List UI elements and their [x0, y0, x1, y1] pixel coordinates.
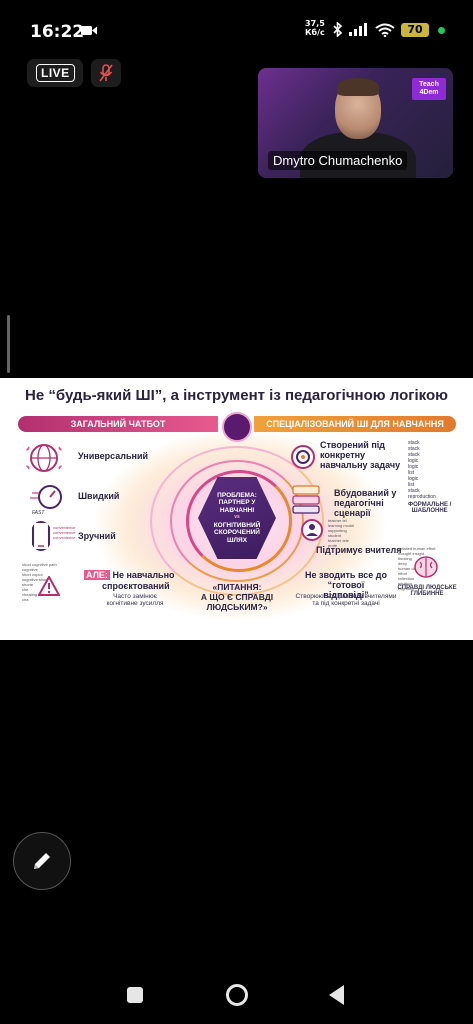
pencil-icon: [34, 853, 50, 869]
network-speed: 37,5 Кб/с: [305, 19, 325, 37]
right-item-teacher: Підтримує вчителя: [316, 545, 402, 555]
back-button[interactable]: [329, 985, 344, 1005]
shared-screen-slide: Не “будь-який ШІ”, а інструмент із педаг…: [0, 378, 473, 640]
left-item-universal: Универсальний: [78, 451, 149, 461]
human-words: detailed human effort thought insight th…: [398, 546, 436, 591]
android-nav-bar: [0, 970, 473, 1020]
not-reduce-subtext: Створюються разом із вчителями та під ко…: [295, 593, 397, 607]
privacy-dot: [438, 27, 445, 34]
stack-logic-words: stack stack stack logic logic list logic…: [408, 440, 436, 500]
status-time: 16:22: [30, 22, 85, 42]
center-ring-outer: [150, 446, 324, 596]
bluetooth-icon: [333, 22, 343, 37]
not-reduce-heading: Не зводить все до “готової відповіді”: [305, 570, 387, 600]
but-block: АЛЕ: Не навчально спроєктований: [84, 570, 175, 591]
scroll-indicator: [7, 315, 10, 373]
right-item-task: Створений під конкретну навчальну задачу: [320, 440, 401, 470]
battery-indicator: 70: [401, 23, 429, 37]
video-camera-icon: [81, 26, 97, 35]
status-bar: 16:22 37,5 Кб/с 70: [0, 0, 473, 58]
but-subtext: Часто замінює когнітивне зусилля: [106, 593, 164, 607]
participant-name: Dmytro Chumachenko: [268, 151, 408, 170]
teacher-words: teacher tel learning model supporting st…: [328, 518, 355, 548]
teacher-support-icon: [301, 519, 323, 541]
left-item-fast: Швидкий: [78, 491, 120, 501]
center-ring-inner: [186, 470, 292, 572]
short-path-words: short cognitive path cognitive short cop…: [22, 562, 57, 602]
phone-convenience-icon: [32, 521, 50, 551]
lesson-scenario-icon: [292, 485, 320, 514]
warning-triangle-icon: [38, 576, 60, 596]
left-header: ЗАГАЛЬНИЙ ЧАТБОТ: [18, 416, 218, 432]
signal-icon: [349, 23, 367, 36]
fast-label: FAST: [32, 510, 45, 516]
mic-toggle-button[interactable]: [91, 59, 121, 87]
participant-video-tile[interactable]: Teach 4Dem Dmytro Chumachenko: [258, 68, 453, 178]
target-icon: [291, 445, 315, 469]
mic-off-icon: [99, 64, 113, 82]
teach4dem-logo: Teach 4Dem: [412, 78, 446, 100]
left-item-convenient: Зручний: [78, 531, 116, 541]
status-icons: [333, 22, 395, 37]
center-ring-middle: [170, 460, 304, 582]
live-indicator: LIVE: [27, 59, 83, 87]
annotate-button[interactable]: [13, 832, 71, 890]
slide-title: Не “будь-який ШІ”, а інструмент із педаг…: [25, 387, 448, 404]
convenience-words: convenience convenience convenience: [53, 525, 76, 540]
home-button[interactable]: [226, 984, 248, 1006]
globe-network-icon: [24, 444, 64, 472]
center-question: «ПИТАННЯ: А ЩО Є СПРАВДІ ЛЮДСЬКИМ?»: [200, 582, 274, 612]
center-badge-icon: [222, 412, 252, 442]
human-label: СПРАВДІ ЛЮДСЬКЕ ГЛИБИННЕ: [397, 585, 457, 597]
brain-icon: [414, 556, 438, 578]
participant-hair: [337, 78, 379, 96]
live-label: LIVE: [36, 64, 75, 82]
right-header: СПЕЦІАЛІЗОВАНИЙ ШІ ДЛЯ НАВЧАННЯ: [254, 416, 456, 432]
recents-button[interactable]: [127, 987, 143, 1003]
right-item-scenario: Вбудований у педагогічні сценарії: [334, 488, 397, 518]
but-label: АЛЕ:: [84, 570, 110, 580]
wifi-icon: [375, 23, 395, 37]
template-label: ФОРМАЛЬНЕ / ШАБЛОННЕ: [408, 502, 452, 514]
speed-stopwatch-icon: [30, 485, 62, 509]
